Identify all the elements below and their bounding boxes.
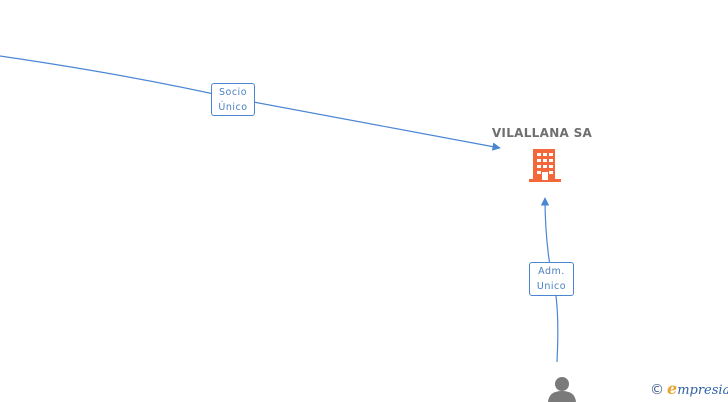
edge-label-line: Único [218, 102, 248, 113]
company-name[interactable]: VILALLANA SA [491, 126, 593, 140]
edge-label-line: Unico [536, 281, 567, 292]
building-icon[interactable] [528, 148, 562, 184]
brand-name: mpresia [677, 383, 728, 398]
empresia-watermark: ©empresia [650, 379, 728, 398]
edge-label-line: Socio [218, 87, 248, 98]
edge-label-adm-unico[interactable]: Adm. Unico [529, 262, 574, 296]
edge-label-line: Adm. [538, 266, 565, 277]
brand-initial: e [667, 379, 678, 398]
copyright-symbol: © [650, 382, 664, 398]
person-icon[interactable] [546, 376, 578, 402]
edge-label-socio-unico[interactable]: Socio Único [211, 83, 255, 116]
